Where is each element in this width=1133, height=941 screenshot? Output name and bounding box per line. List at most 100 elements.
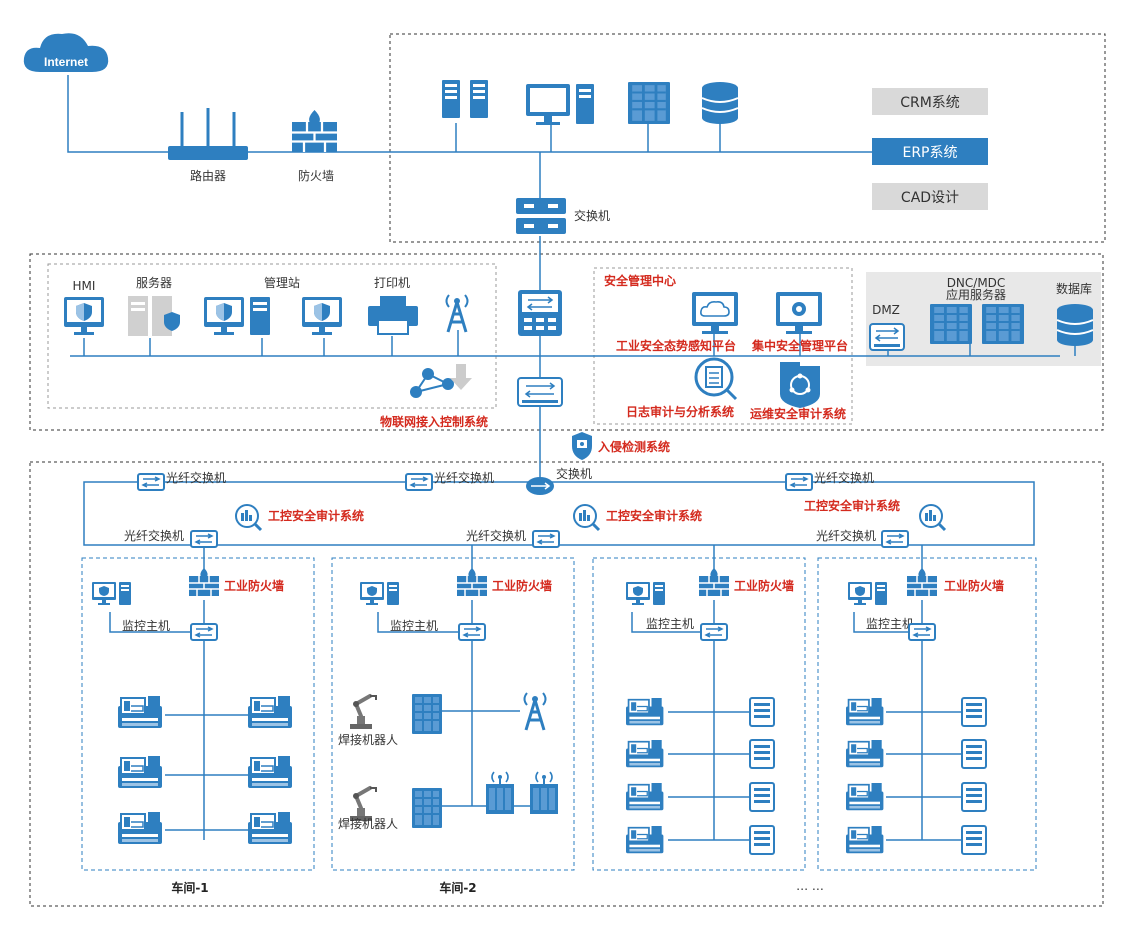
router-icon bbox=[168, 108, 248, 160]
dmz-rack-2-icon bbox=[980, 302, 1026, 346]
controller-icon bbox=[749, 825, 775, 855]
cnc-machine-icon bbox=[117, 695, 163, 729]
gear-monitor-icon bbox=[776, 292, 822, 334]
industrial-firewall-icon bbox=[456, 567, 488, 597]
router-label: 路由器 bbox=[190, 168, 226, 183]
server-pair-icon bbox=[442, 80, 488, 118]
fiber-switch-label: 光纤交换机 bbox=[124, 528, 184, 543]
fiber-switch-icon bbox=[405, 473, 433, 491]
production-zone bbox=[29, 461, 1104, 907]
monitor-host-label: 监控主机 bbox=[646, 617, 694, 631]
crm-system-button[interactable]: CRM系统 bbox=[872, 88, 988, 115]
controller-icon bbox=[961, 825, 987, 855]
erp-system-button[interactable]: ERP系统 bbox=[872, 138, 988, 165]
iot-control-icon bbox=[410, 364, 472, 398]
dmz-database-icon bbox=[1056, 304, 1094, 346]
fiber-switch-label: 光纤交换机 bbox=[466, 528, 526, 543]
plc-controller-icon bbox=[411, 693, 443, 735]
cad-label: CAD设计 bbox=[901, 190, 959, 206]
workshop-2-label: 车间-2 bbox=[439, 880, 476, 895]
controller-icon bbox=[961, 697, 987, 727]
production-switch-label: 交换机 bbox=[556, 466, 592, 481]
fiber-switch-label: 光纤交换机 bbox=[816, 528, 876, 543]
dmz-switch-icon bbox=[869, 323, 905, 351]
core-switch-label: 交换机 bbox=[574, 208, 610, 223]
production-switch-icon bbox=[526, 477, 554, 495]
audit-label: 工控安全审计系统 bbox=[268, 508, 364, 523]
iot-control-label: 物联网接入控制系统 bbox=[380, 414, 488, 429]
controller-icon bbox=[961, 782, 987, 812]
app-server-label: 应用服务器 bbox=[946, 287, 1006, 302]
access-switch-icon bbox=[458, 623, 486, 641]
dnc-label: DNC/MDC bbox=[947, 276, 1006, 290]
monitor-host-label: 监控主机 bbox=[866, 617, 914, 631]
audit-icon bbox=[572, 503, 601, 532]
internet-cloud: Internet bbox=[23, 33, 109, 72]
monitor-host-icon bbox=[848, 582, 887, 605]
industrial-firewall-icon bbox=[906, 567, 938, 597]
log-audit-label: 日志审计与分析系统 bbox=[626, 404, 734, 419]
industrial-firewall-label: 工业防火墙 bbox=[944, 578, 1004, 593]
server-icon bbox=[128, 296, 180, 336]
core-switch-icon bbox=[516, 198, 566, 234]
access-switch-icon bbox=[700, 623, 728, 641]
access-switch-icon bbox=[908, 623, 936, 641]
workshop-4-zone bbox=[817, 557, 1037, 871]
fiber-switch-label: 光纤交换机 bbox=[814, 470, 874, 485]
audit-label: 工控安全审计系统 bbox=[606, 508, 702, 523]
industrial-firewall-icon bbox=[698, 567, 730, 597]
cnc-machine-icon bbox=[625, 739, 665, 769]
cad-system-button[interactable]: CAD设计 bbox=[872, 183, 988, 210]
security-gateway-icon bbox=[518, 290, 562, 336]
industrial-firewall-label: 工业防火墙 bbox=[224, 578, 284, 593]
firewall-label: 防火墙 bbox=[298, 168, 334, 183]
firewall-icon bbox=[290, 108, 339, 154]
cloud-monitor-icon bbox=[692, 292, 738, 334]
ops-audit-icon bbox=[780, 362, 820, 408]
cnc-machine-icon bbox=[845, 739, 885, 769]
plc-controller-icon bbox=[411, 787, 443, 829]
workshop-1-label: 车间-1 bbox=[171, 880, 208, 895]
hmi-monitor-icon bbox=[64, 297, 104, 335]
management-zone bbox=[29, 253, 1104, 431]
access-switch-icon bbox=[517, 377, 563, 407]
controller-icon bbox=[749, 697, 775, 727]
wireless-rack-icon bbox=[529, 771, 559, 815]
database-icon bbox=[701, 82, 739, 124]
fiber-switch-label: 光纤交换机 bbox=[166, 470, 226, 485]
weld-robot-label: 焊接机器人 bbox=[338, 732, 398, 747]
cnc-machine-icon bbox=[845, 782, 885, 812]
printer-icon bbox=[368, 296, 418, 335]
security-center-zone bbox=[593, 267, 853, 425]
industrial-firewall-label: 工业防火墙 bbox=[492, 578, 552, 593]
workshop-1-zone bbox=[81, 557, 315, 871]
crm-label: CRM系统 bbox=[900, 95, 960, 111]
log-audit-icon bbox=[694, 357, 738, 401]
ops-audit-label: 运维安全审计系统 bbox=[750, 406, 846, 421]
ids-icon bbox=[572, 432, 592, 460]
fiber-switch-icon bbox=[190, 530, 218, 548]
cnc-machine-icon bbox=[117, 755, 163, 789]
central-mgmt-label: 集中安全管理平台 bbox=[751, 338, 848, 353]
dmz-rack-1-icon bbox=[928, 302, 974, 346]
security-center-title: 安全管理中心 bbox=[604, 273, 676, 288]
workstation-icon bbox=[526, 84, 594, 125]
cnc-machine-icon bbox=[247, 695, 293, 729]
mgmt-station-icon bbox=[204, 297, 270, 335]
printer-label: 打印机 bbox=[374, 276, 410, 290]
enterprise-zone bbox=[389, 33, 1106, 243]
ids-label: 入侵检测系统 bbox=[598, 439, 670, 454]
fiber-switch-icon bbox=[785, 473, 813, 491]
fiber-switch-label: 光纤交换机 bbox=[434, 470, 494, 485]
cnc-machine-icon bbox=[247, 811, 293, 845]
cnc-machine-icon bbox=[625, 697, 665, 727]
monitor-host-label: 监控主机 bbox=[390, 619, 438, 633]
db-label: 数据库 bbox=[1056, 281, 1092, 296]
industrial-firewall-icon bbox=[188, 567, 220, 597]
cnc-machine-icon bbox=[117, 811, 163, 845]
cnc-machine-icon bbox=[625, 782, 665, 812]
welding-robot-icon bbox=[348, 694, 378, 731]
cnc-machine-icon bbox=[625, 825, 665, 855]
monitor-host-label: 监控主机 bbox=[122, 619, 170, 633]
